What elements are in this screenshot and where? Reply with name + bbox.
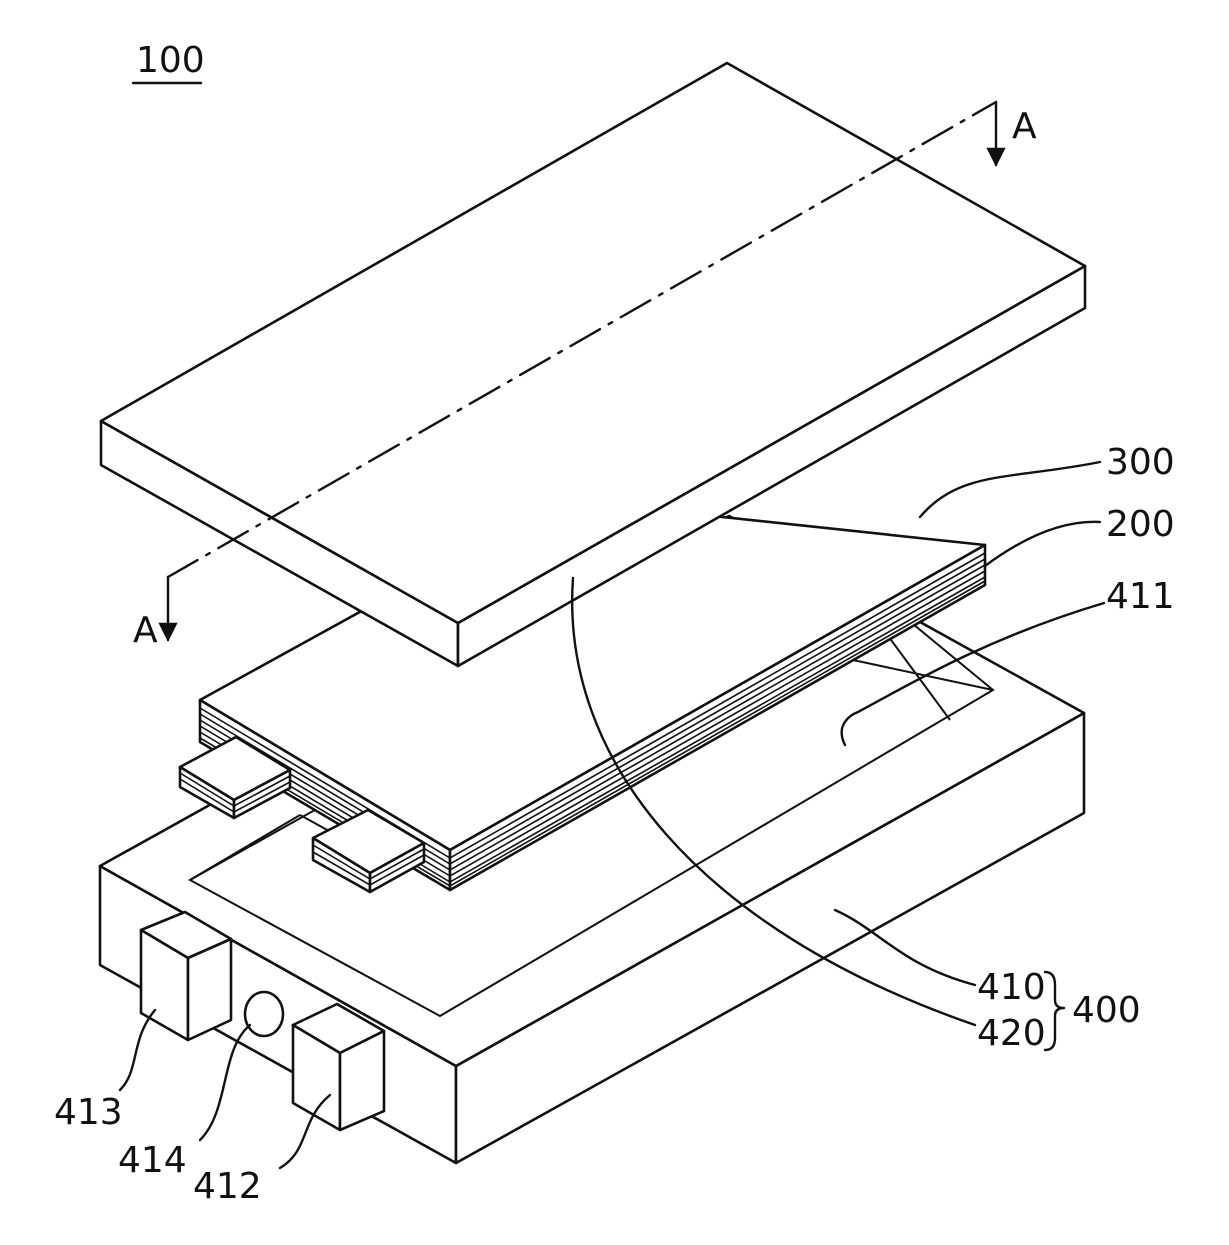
leader-200 [985,522,1100,566]
terminal-block-right [293,1004,384,1130]
label-413: 413 [54,1092,123,1133]
leader-300 [920,462,1100,517]
port-icon [245,992,283,1036]
label-420: 420 [977,1013,1046,1054]
label-300: 300 [1106,442,1175,483]
label-410: 410 [977,967,1046,1008]
label-414: 414 [118,1140,187,1181]
label-section-a-top: A [1012,106,1037,147]
label-200: 200 [1106,504,1175,545]
label-411: 411 [1106,576,1175,617]
leader-413 [120,1010,155,1090]
bracket-400 [1045,972,1064,1050]
label-412: 412 [193,1166,262,1207]
leader-410 [835,910,975,985]
label-400: 400 [1072,990,1141,1031]
terminal-block-left [141,912,231,1040]
label-100: 100 [136,40,205,81]
label-section-a-bottom: A [133,610,158,651]
